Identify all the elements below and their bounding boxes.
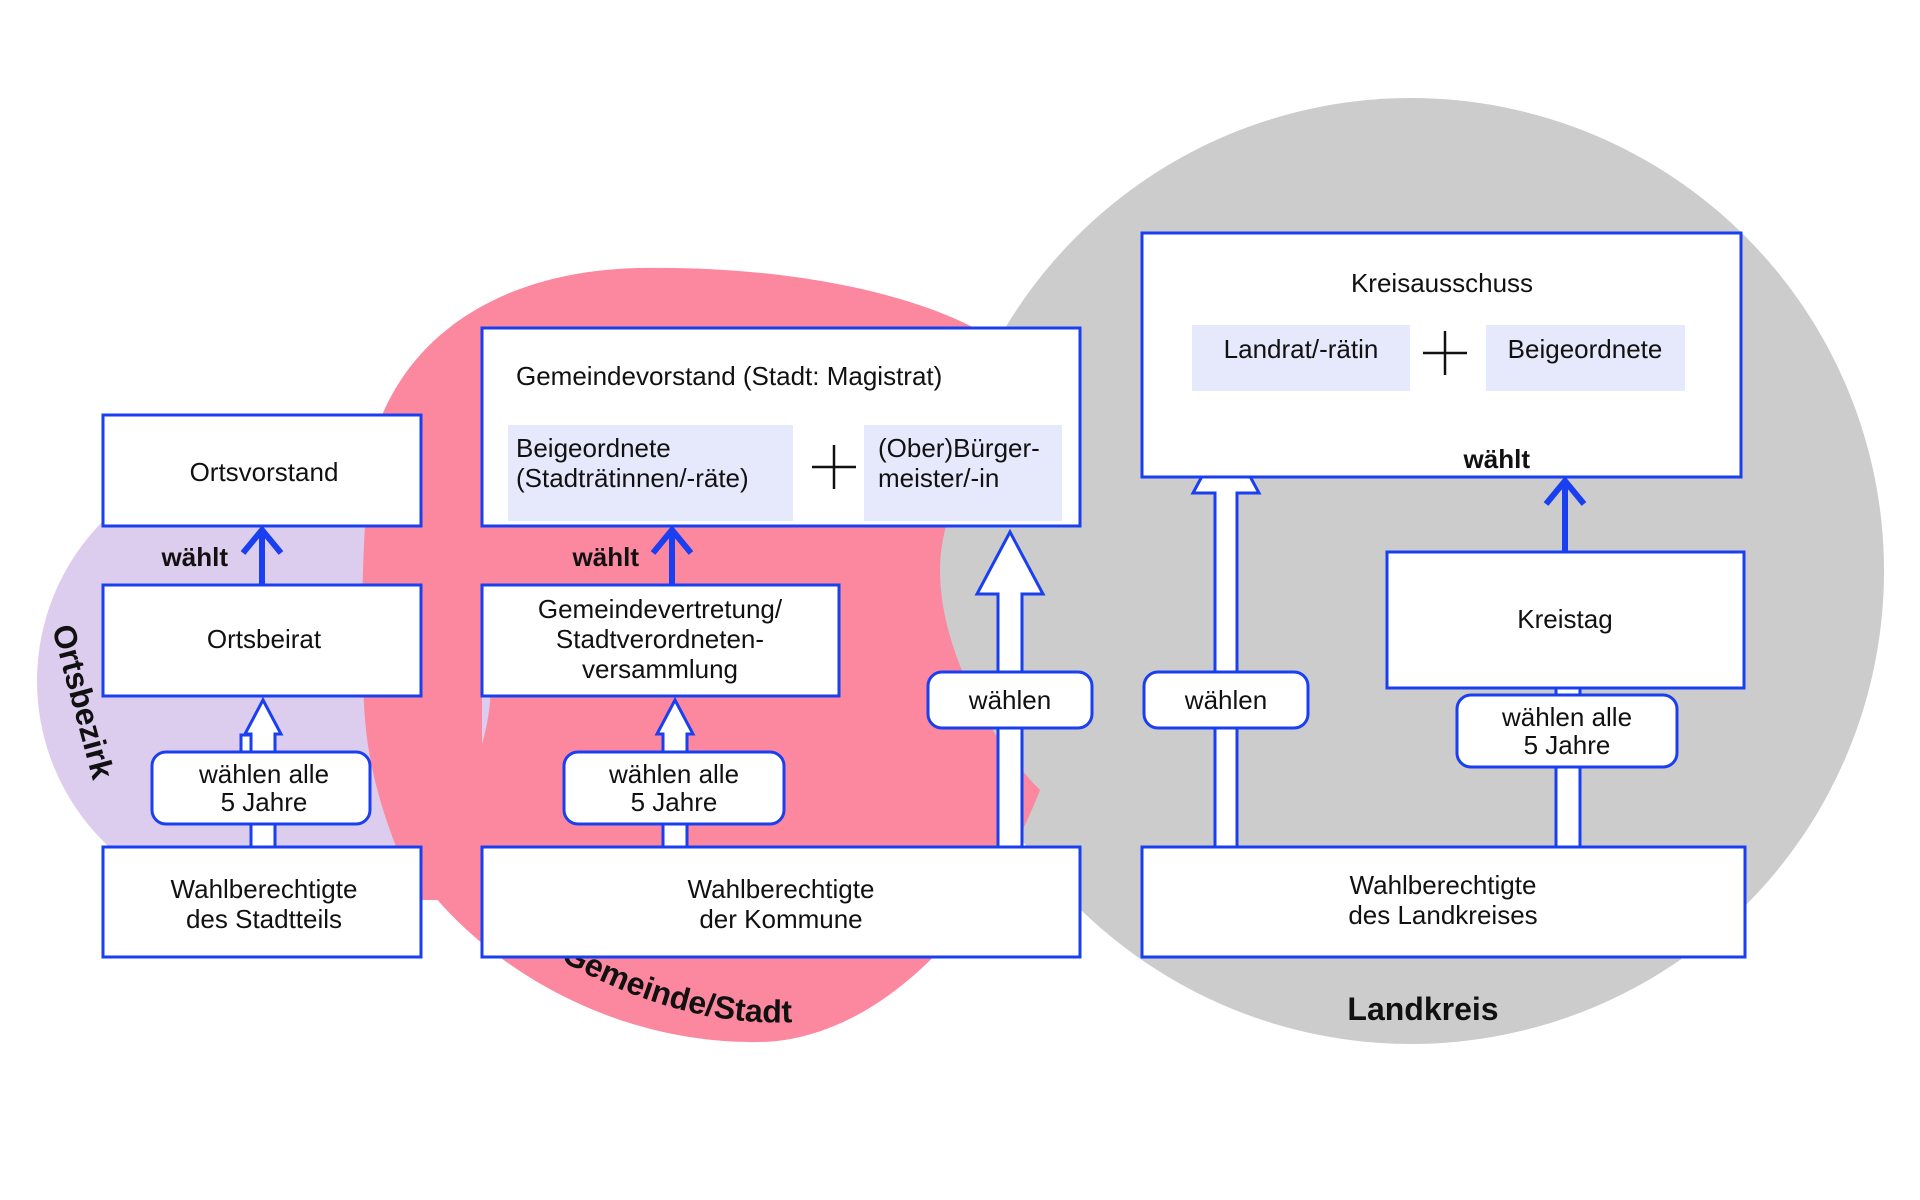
waehlt-label-gemeinde: wählt	[572, 542, 640, 572]
kreistag-label: Kreistag	[1517, 604, 1612, 634]
waehlt-arrow-gemeinde-head	[650, 525, 694, 555]
vote-label-ortsbezirk-line2: 5 Jahre	[221, 787, 308, 817]
gemeindevertretung-line3: versammlung	[582, 654, 738, 684]
landrat-box	[1192, 325, 1410, 391]
vote-label-ortsbezirk	[150, 750, 372, 826]
beigeordnete-gemeinde-line1: Beigeordnete	[516, 433, 671, 463]
vote-label-ortsbezirk-line1: wählen alle	[198, 759, 329, 789]
ortsbeirat-box	[101, 583, 423, 698]
voters-stadtteil-box	[101, 845, 423, 959]
landrat-label: Landrat/-rätin	[1224, 334, 1379, 364]
voters-landkreis-box	[1140, 845, 1747, 959]
gemeindevertretung-box	[480, 583, 841, 698]
direct-vote-label-gemeinde	[926, 670, 1094, 730]
beigeordnete-landkreis-label: Beigeordnete	[1508, 334, 1663, 364]
vote-label-gemeinde-line1: wählen alle	[608, 759, 739, 789]
waehlt-arrow-ortsbezirk-head	[240, 525, 284, 555]
direct-vote-label-landkreis-text: wählen	[1184, 685, 1267, 715]
kreistag-box	[1385, 550, 1746, 690]
waehlt-arrow-landkreis-head	[1543, 476, 1587, 506]
gemeindevorstand-title: Gemeindevorstand (Stadt: Magistrat)	[516, 361, 942, 391]
beigeordnete-gemeinde-line2: (Stadträtinnen/-räte)	[516, 463, 749, 493]
voters-kommune-line2: der Kommune	[699, 904, 862, 934]
voters-kommune-box	[480, 845, 1082, 959]
buergermeister-line2: meister/-in	[878, 463, 999, 493]
buergermeister-box	[864, 425, 1062, 521]
waehlt-label-landkreis: wählt	[1463, 444, 1531, 474]
region-label-landkreis: Landkreis	[1347, 991, 1498, 1027]
beigeordnete-gemeinde-box	[508, 425, 793, 521]
voters-landkreis-line2: des Landkreises	[1348, 900, 1537, 930]
buergermeister-line1: (Ober)Bürger-	[878, 433, 1040, 463]
vote-label-landkreis-line1: wählen alle	[1501, 702, 1632, 732]
direct-vote-label-landkreis	[1142, 670, 1310, 730]
ortsvorstand-box	[101, 413, 423, 528]
vote-label-landkreis	[1455, 693, 1679, 769]
voters-stadtteil-line1: Wahlberechtigte	[171, 874, 358, 904]
ortsvorstand-label: Ortsvorstand	[190, 457, 339, 487]
kreisausschuss-title: Kreisausschuss	[1351, 268, 1533, 298]
waehlt-label-ortsbezirk: wählt	[161, 542, 229, 572]
vote-label-gemeinde	[562, 750, 786, 826]
vote-label-gemeinde-line2: 5 Jahre	[631, 787, 718, 817]
vote-label-landkreis-line2: 5 Jahre	[1524, 730, 1611, 760]
beigeordnete-landkreis-box	[1486, 325, 1685, 391]
voters-landkreis-line1: Wahlberechtigte	[1350, 870, 1537, 900]
gemeindevertretung-line2: Stadtverordneten-	[556, 624, 764, 654]
voters-kommune-line1: Wahlberechtigte	[688, 874, 875, 904]
gemeindevertretung-line1: Gemeindevertretung/	[538, 594, 783, 624]
voters-stadtteil-line2: des Stadtteils	[186, 904, 342, 934]
ortsbeirat-label: Ortsbeirat	[207, 624, 322, 654]
direct-vote-label-gemeinde-text: wählen	[968, 685, 1051, 715]
